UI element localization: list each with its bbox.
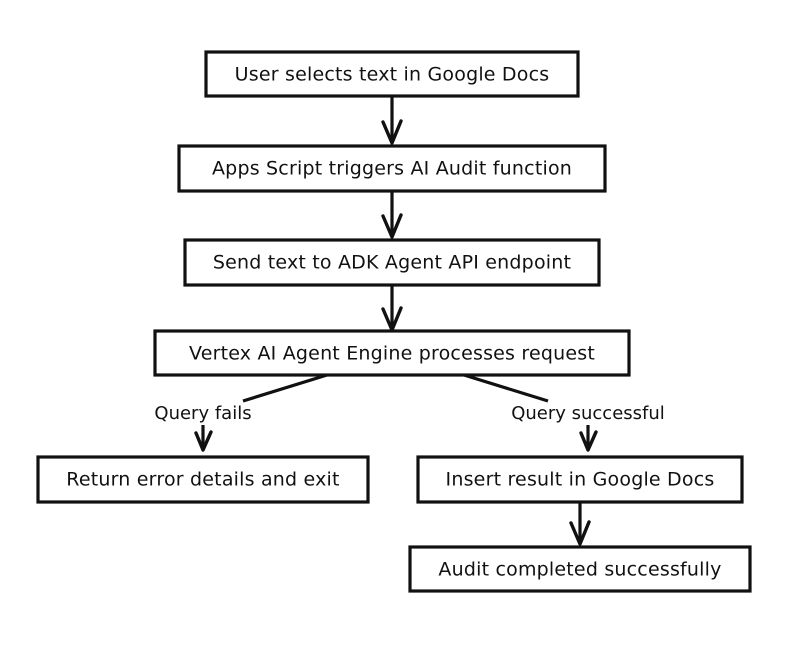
edge-insert-result-to-audit-completed <box>569 502 591 546</box>
node-send-text-endpoint[interactable]: Send text to ADK Agent API endpoint <box>183 238 601 287</box>
edge-send-text-to-vertex-engine <box>381 285 403 332</box>
edge-label-query-fails: Query fails <box>154 403 251 424</box>
node-vertex-agent-engine[interactable]: Vertex AI Agent Engine processes request <box>153 329 631 377</box>
edge-query-successful: Query successful <box>463 373 665 452</box>
node-label-vertex-agent-engine: Vertex AI Agent Engine processes request <box>189 343 595 365</box>
node-audit-completed[interactable]: Audit completed successfully <box>408 545 752 593</box>
node-apps-script-trigger[interactable]: Apps Script triggers AI Audit function <box>177 144 607 193</box>
node-insert-result[interactable]: Insert result in Google Docs <box>416 455 744 504</box>
edge-label-query-successful: Query successful <box>511 403 665 424</box>
edge-user-selects-to-apps-script <box>381 96 403 145</box>
edge-apps-script-to-send-text <box>381 191 403 239</box>
node-return-error-details[interactable]: Return error details and exit <box>36 455 370 504</box>
node-label-send-text-endpoint: Send text to ADK Agent API endpoint <box>213 252 571 274</box>
node-label-insert-result: Insert result in Google Docs <box>446 469 715 491</box>
edge-query-fails: Query fails <box>154 373 328 452</box>
node-label-user-selects-text: User selects text in Google Docs <box>235 64 550 86</box>
node-label-audit-completed: Audit completed successfully <box>438 559 721 581</box>
node-user-selects-text[interactable]: User selects text in Google Docs <box>204 50 580 98</box>
node-label-apps-script-trigger: Apps Script triggers AI Audit function <box>212 158 572 180</box>
node-label-return-error-details: Return error details and exit <box>66 469 339 491</box>
